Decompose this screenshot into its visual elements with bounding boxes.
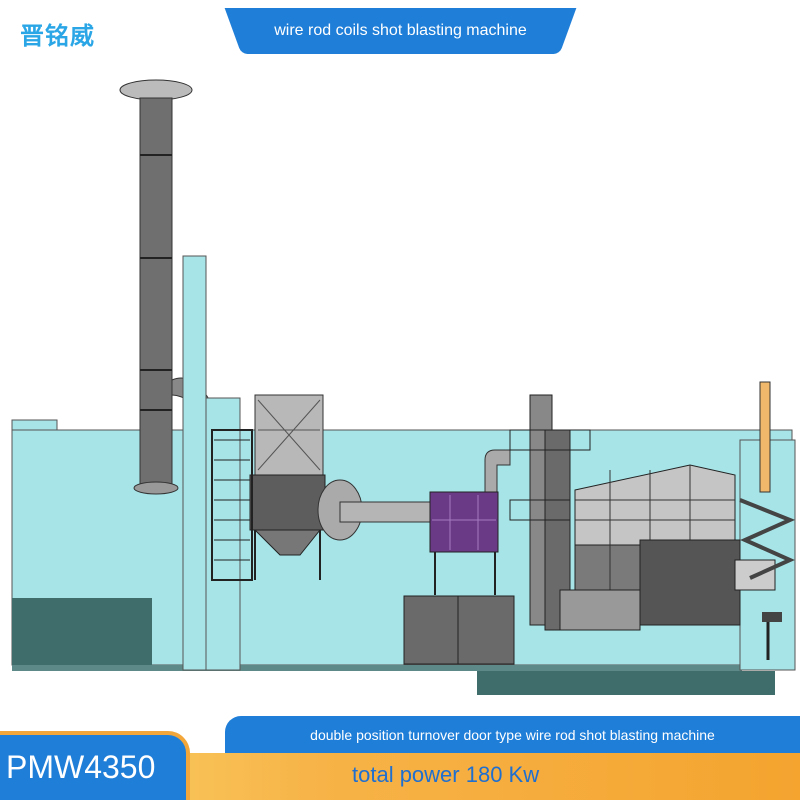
electrical-cabinet bbox=[403, 595, 515, 665]
title-banner: wire rod coils shot blasting machine bbox=[243, 8, 558, 54]
model-number: PMW4350 bbox=[6, 749, 156, 785]
elevator-tower bbox=[509, 394, 591, 631]
duct-pipe bbox=[317, 449, 511, 541]
total-power: total power 180 Kw bbox=[352, 762, 540, 787]
brand-logo: 晋铭威 bbox=[20, 22, 95, 50]
page-title: wire rod coils shot blasting machine bbox=[274, 22, 527, 39]
screw-conveyor bbox=[739, 381, 796, 660]
machine-description: double position turnover door type wire … bbox=[310, 726, 715, 743]
blasting-chamber bbox=[559, 464, 776, 631]
dust-collector bbox=[211, 394, 326, 581]
machine-illustration bbox=[11, 79, 796, 695]
separator-unit bbox=[429, 491, 499, 595]
model-badge: PMW4350 bbox=[0, 731, 190, 800]
exhaust-chimney bbox=[119, 79, 241, 495]
support-pillar bbox=[182, 255, 207, 671]
description-banner: double position turnover door type wire … bbox=[225, 716, 800, 753]
